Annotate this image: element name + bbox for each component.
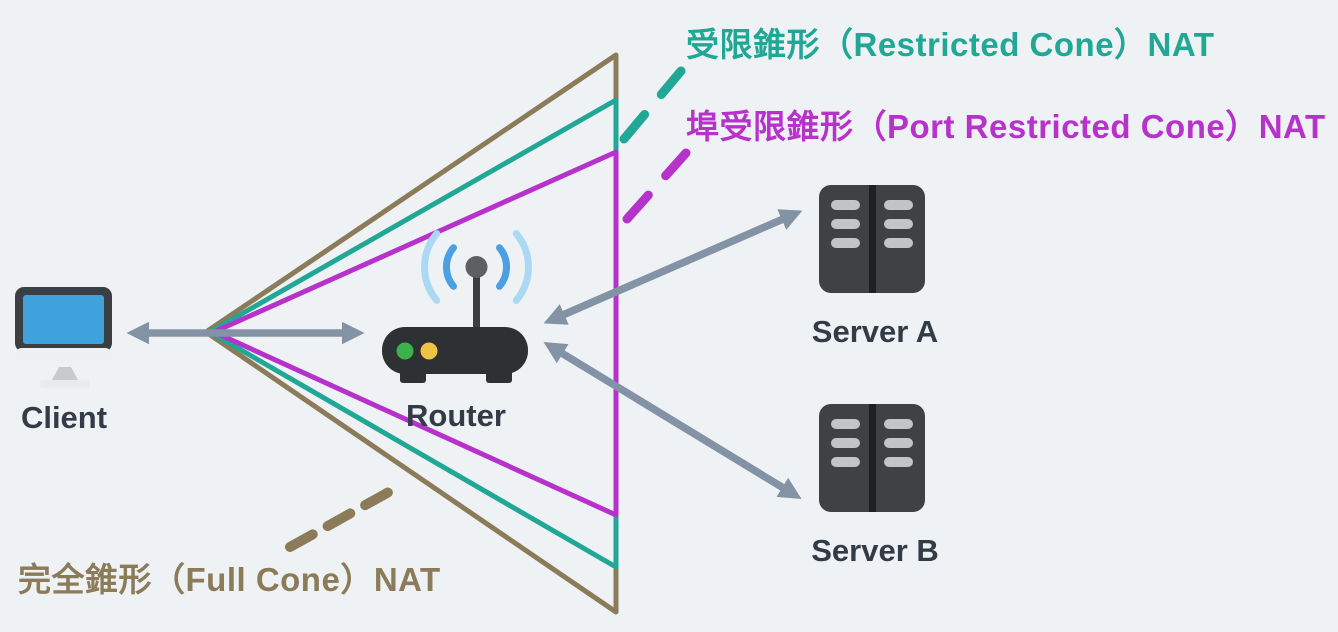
server-a-slot bbox=[884, 219, 913, 229]
wifi-arc-right-inner-icon bbox=[496, 244, 511, 290]
router-server-b-arrow bbox=[543, 341, 802, 500]
server-a-slot bbox=[884, 238, 913, 248]
router-server-a-arrow bbox=[543, 209, 803, 325]
router-label: Router bbox=[406, 398, 506, 433]
server-a-slot bbox=[884, 200, 913, 210]
wifi-arc-left-outer-icon bbox=[421, 230, 441, 304]
server-a-label: Server A bbox=[812, 314, 938, 349]
router-led-amber bbox=[420, 342, 438, 360]
wifi-arc-right-outer-icon bbox=[512, 230, 532, 304]
client-icon bbox=[15, 287, 112, 388]
monitor-stand bbox=[52, 367, 78, 380]
server-b-slot bbox=[884, 457, 913, 467]
router-body bbox=[382, 327, 528, 374]
full-cone-label: 完全錐形（Full Cone）NAT bbox=[18, 561, 441, 598]
server-a-slot bbox=[831, 219, 860, 229]
server-b-icon bbox=[819, 404, 925, 512]
server-b-divider bbox=[869, 404, 876, 512]
port-restricted-cone-leader-line bbox=[622, 148, 691, 224]
router-icon bbox=[382, 230, 532, 383]
router-antenna-stem bbox=[473, 266, 480, 330]
server-b-slot bbox=[831, 457, 860, 467]
client-label: Client bbox=[21, 400, 107, 435]
server-b-slot bbox=[884, 419, 913, 429]
monitor-screen bbox=[23, 295, 104, 344]
server-b-slot bbox=[831, 419, 860, 429]
port-restricted-cone-outline bbox=[211, 149, 619, 518]
restricted-cone-leader-line bbox=[619, 66, 686, 144]
wifi-arc-left-inner-icon bbox=[442, 244, 457, 290]
router-led-green bbox=[396, 342, 414, 360]
port-restricted-cone-label: 埠受限錐形（Port Restricted Cone）NAT bbox=[686, 108, 1326, 145]
server-b-slot bbox=[831, 438, 860, 448]
monitor-chin bbox=[15, 348, 112, 367]
router-antenna-ball bbox=[465, 256, 488, 278]
server-a-icon bbox=[819, 185, 925, 293]
server-a-slot bbox=[831, 238, 860, 248]
server-b-slot bbox=[884, 438, 913, 448]
monitor-base bbox=[40, 380, 90, 388]
server-a-divider bbox=[869, 185, 876, 293]
restricted-cone-label: 受限錐形（Restricted Cone）NAT bbox=[686, 26, 1214, 63]
server-a-slot bbox=[831, 200, 860, 210]
server-b-label: Server B bbox=[811, 533, 939, 568]
full-cone-leader-line bbox=[285, 483, 401, 552]
